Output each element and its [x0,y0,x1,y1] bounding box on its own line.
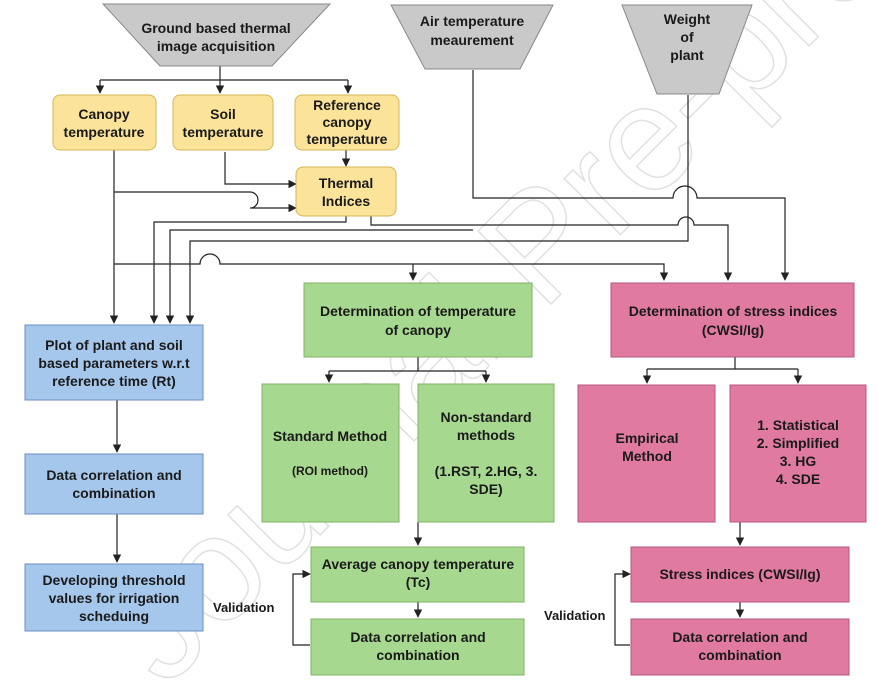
stress-method-2: 2. Simplified [757,435,839,451]
average-canopy-line-1: Average canopy temperature [322,556,515,572]
reference-canopy-temperature-node: Reference canopy temperature [294,94,400,151]
canopy-temperature-line-2: temperature [64,124,145,140]
non-standard-list-line-2: SDE) [469,481,502,497]
canopy-temperature-line-1: Canopy [78,106,130,122]
stress-indices-node: Stress indices (CWSI/Ig) [630,546,850,603]
stress-methods-list-node: 1. Statistical 2. Simplified 3. HG 4. SD… [729,384,867,523]
reference-line-1: Reference [313,97,381,113]
non-standard-methods-node: Non-standard methods (1.RST, 2.HG, 3. SD… [417,383,555,523]
green-data-correlation-node: Data correlation and combination [310,618,525,676]
stress-indices-label: Stress indices (CWSI/Ig) [659,566,820,582]
plot-line-3: reference time (Rt) [52,373,176,389]
stress-determination-node: Determination of stress indices (CWSI/Ig… [610,282,855,358]
empirical-method-node: Empirical Method [577,384,716,523]
green-data-correlation-line-2: combination [376,647,459,663]
thermal-indices-node: Thermal Indices [295,166,397,217]
canopy-determination-line-1: Determination of temperature [320,303,516,319]
pink-data-correlation-line-2: combination [698,647,781,663]
plot-line-1: Plot of plant and soil [45,337,183,353]
pink-data-correlation-line-1: Data correlation and [672,629,807,645]
non-standard-list-line-1: (1.RST, 2.HG, 3. [435,463,538,479]
canopy-determination-line-2: of canopy [385,322,451,338]
blue-data-correlation-line-1: Data correlation and [46,467,181,483]
validation-label-green: Validation [213,600,274,615]
air-temperature-line-1: Air temperature [420,13,524,29]
plot-line-2: based parameters w.r.t [38,355,190,371]
stress-method-4: 4. SDE [776,471,820,487]
threshold-values-node: Developing threshold values for irrigati… [24,563,204,632]
soil-temperature-line-2: temperature [183,124,264,140]
stress-determination-line-2: (CWSI/Ig) [702,322,764,338]
soil-temperature-node: Soil temperature [172,94,274,151]
threshold-line-3: scheduing [79,608,149,624]
thermal-indices-line-1: Thermal [319,175,373,191]
canopy-temperature-node: Canopy temperature [52,94,157,151]
stress-method-1: 1. Statistical [757,417,839,433]
stress-determination-line-1: Determination of stress indices [629,303,838,319]
air-temperature-line-2: meaurement [430,32,514,48]
weight-line-2: of [680,29,694,45]
weight-of-plant-node: Weight of plant [621,4,753,95]
thermal-image-line-2: image acquisition [157,38,275,54]
standard-method-title: Standard Method [273,428,387,444]
validation-label-pink: Validation [544,608,605,623]
standard-method-subtitle: (ROI method) [292,464,368,478]
thermal-image-line-1: Ground based thermal [141,20,290,36]
reference-line-2: canopy [322,114,371,130]
standard-method-node: Standard Method (ROI method) [261,383,400,523]
reference-line-3: temperature [307,131,388,147]
thermal-indices-line-2: Indices [322,193,370,209]
empirical-line-1: Empirical [615,430,678,446]
stress-method-3: 3. HG [780,453,817,469]
plot-parameters-node: Plot of plant and soil based parameters … [24,324,204,401]
blue-data-correlation-line-2: combination [72,485,155,501]
thermal-image-acquisition-node: Ground based thermal image acquisition [101,3,332,67]
weight-line-1: Weight [664,11,711,27]
canopy-determination-node: Determination of temperature of canopy [303,282,533,358]
average-canopy-line-2: (Tc) [406,574,431,590]
green-data-correlation-line-1: Data correlation and [350,629,485,645]
empirical-line-2: Method [622,448,672,464]
soil-temperature-line-1: Soil [210,106,236,122]
connectors [95,65,803,646]
blue-data-correlation-node: Data correlation and combination [24,453,204,515]
non-standard-line-2: methods [457,427,516,443]
air-temperature-node: Air temperature meaurement [390,4,554,70]
weight-line-3: plant [670,47,704,63]
average-canopy-temperature-node: Average canopy temperature (Tc) [310,546,525,603]
pink-data-correlation-node: Data correlation and combination [630,618,850,676]
non-standard-line-1: Non-standard [441,409,532,425]
threshold-line-1: Developing threshold [42,572,185,588]
threshold-line-2: values for irrigation [49,590,180,606]
